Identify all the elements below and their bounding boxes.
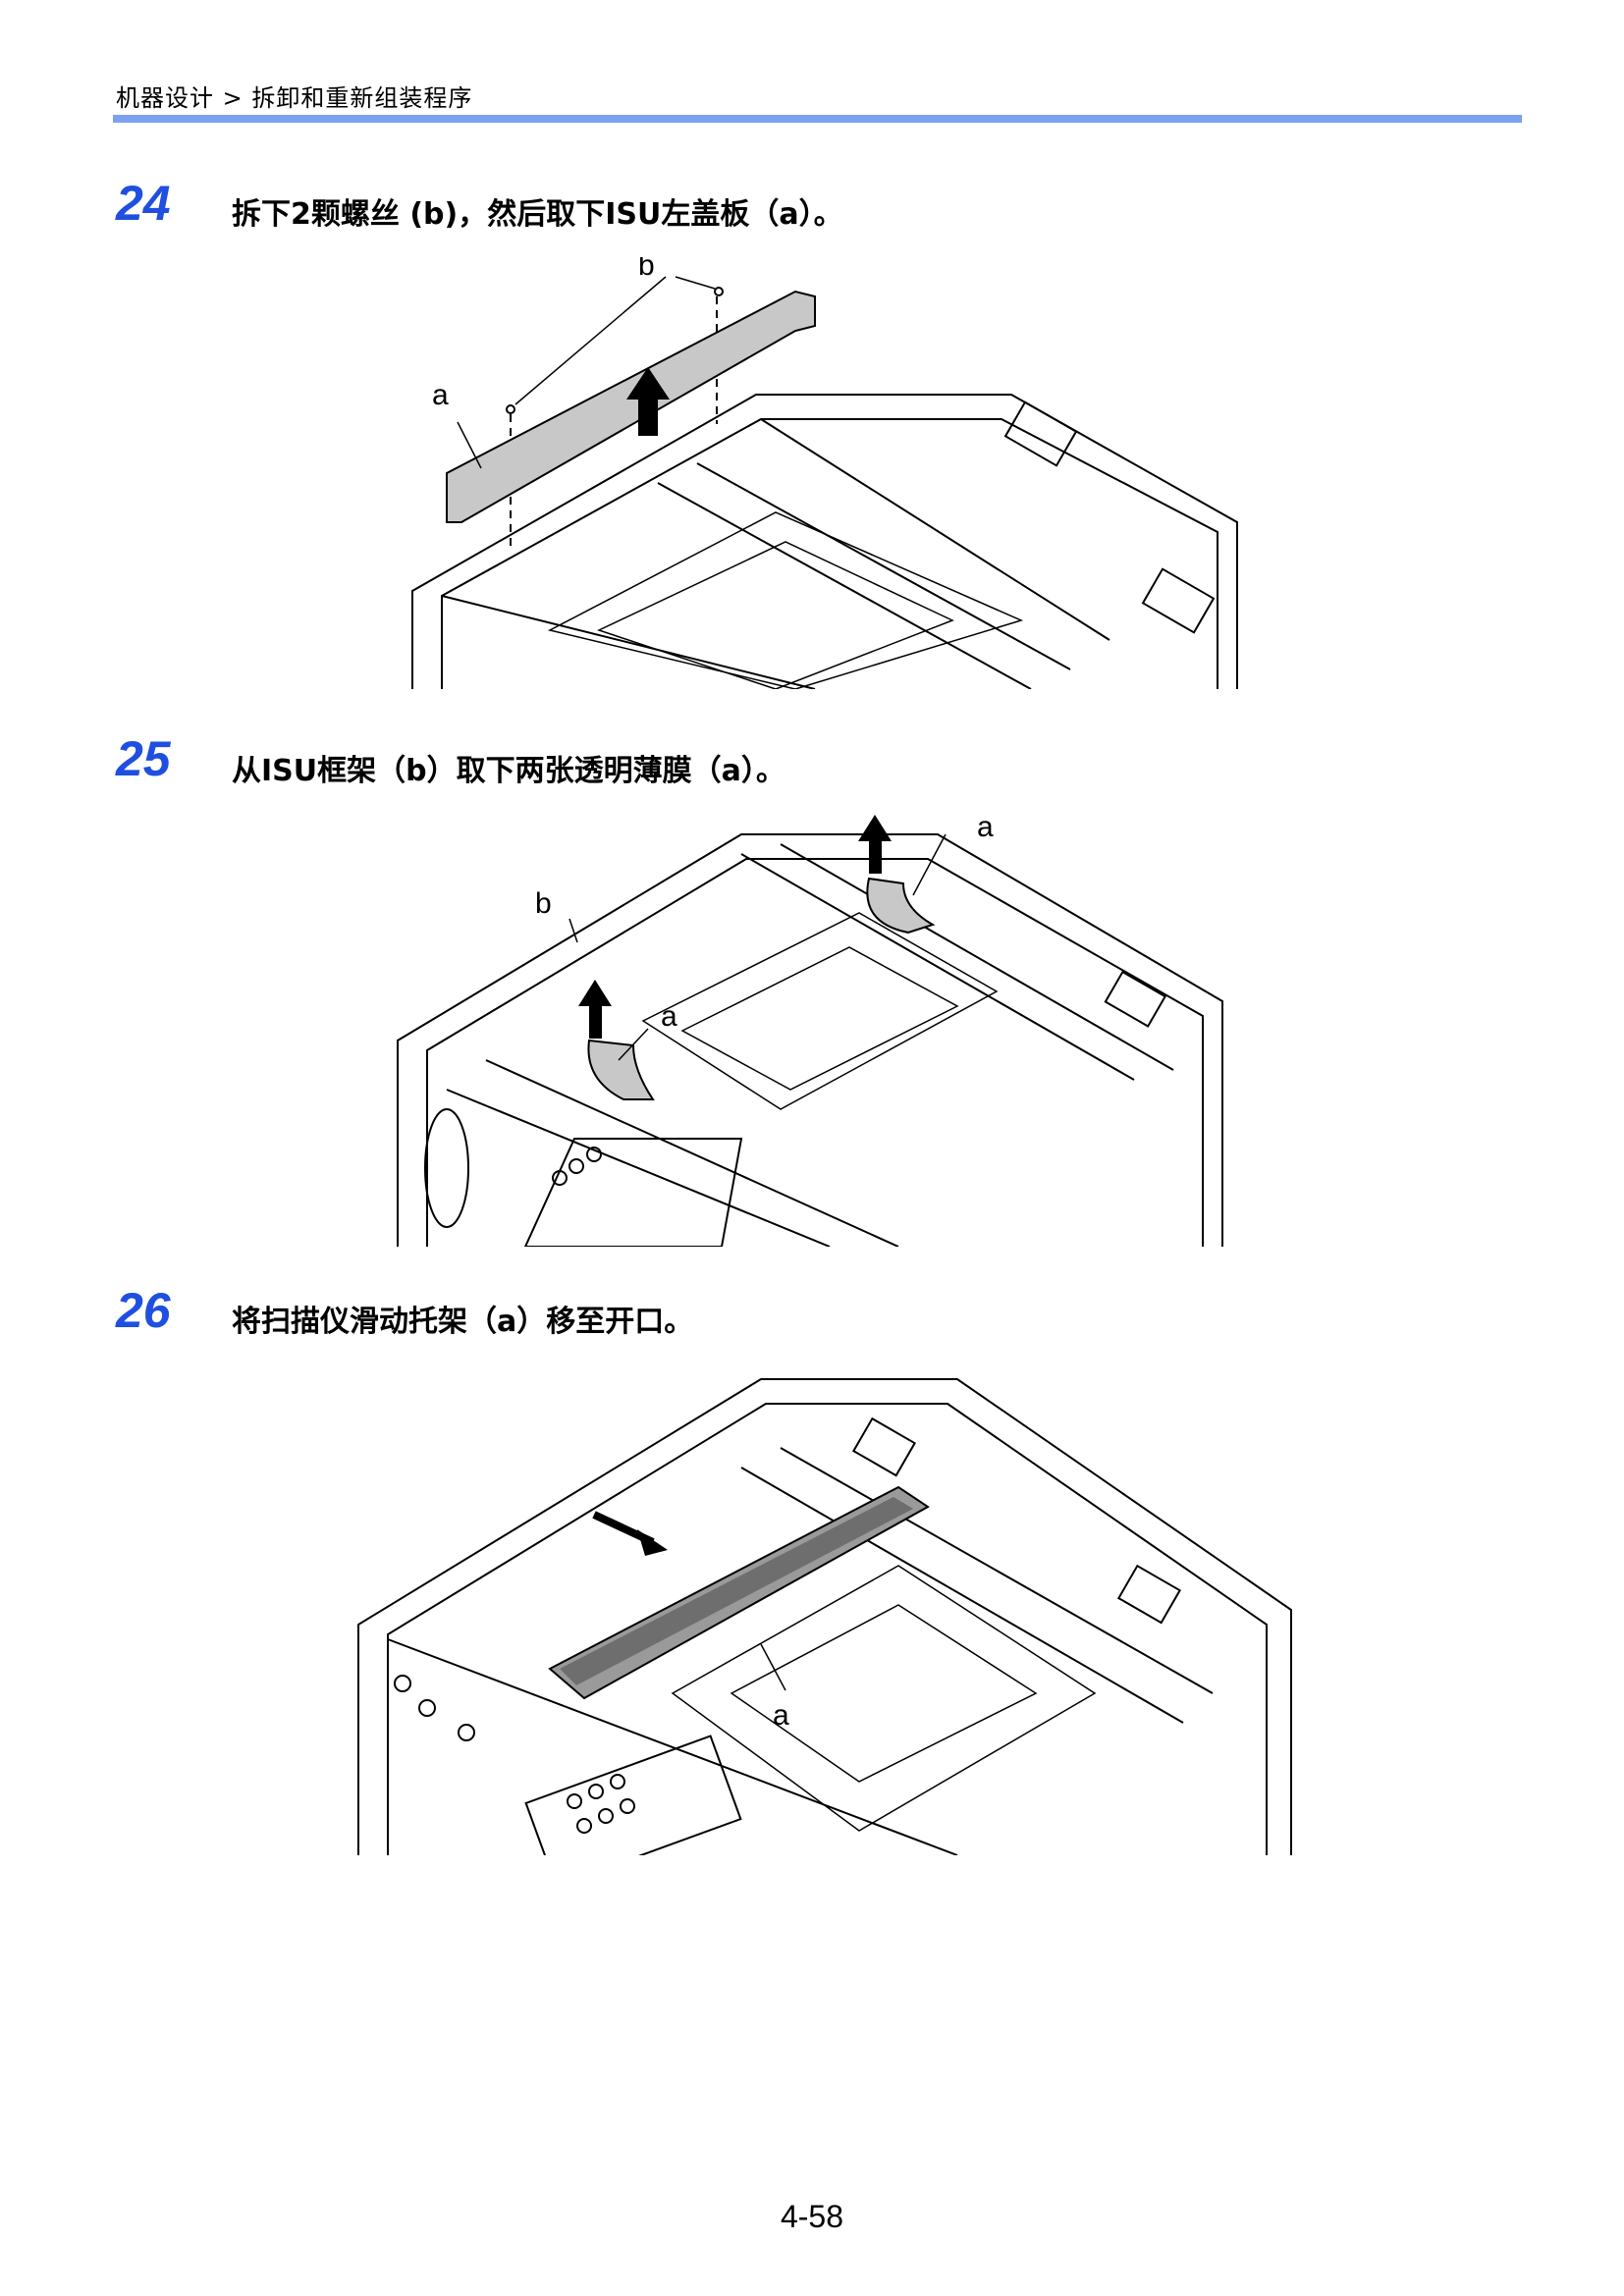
step-24-text: 拆下2颗螺丝 (b)，然后取下ISU左盖板（a）。 [232, 197, 843, 232]
step-24-label-b: b [638, 257, 655, 282]
step-26-figure: a [349, 1369, 1311, 1855]
header-rule [113, 115, 1522, 123]
step-25-label-a-1: a [661, 1000, 677, 1033]
step-26-number: 26 [116, 1283, 171, 1338]
step-25-label-a-2: a [977, 815, 994, 843]
step-25-label-b: b [535, 887, 552, 920]
breadcrumb: 机器设计 > 拆卸和重新组装程序 [116, 84, 473, 112]
step-25-text: 从ISU框架（b）取下两张透明薄膜（a）。 [232, 754, 785, 788]
step-25-figure: a a b [388, 815, 1272, 1247]
step-24-label-a: a [432, 379, 449, 411]
step-26-text: 将扫描仪滑动托架（a）移至开口。 [232, 1305, 694, 1339]
step-25-number: 25 [116, 731, 171, 786]
step-24-figure: a b [403, 257, 1267, 689]
page-number: 4-58 [780, 2199, 844, 2234]
step-24-number: 24 [116, 176, 171, 231]
step-26-label-a: a [773, 1699, 789, 1732]
